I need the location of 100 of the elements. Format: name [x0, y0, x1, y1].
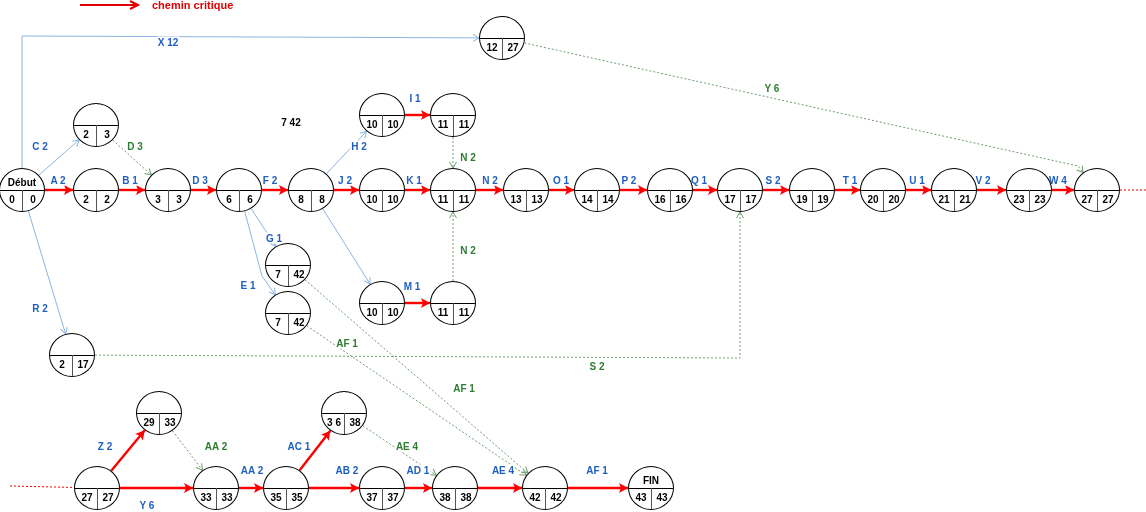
edge-label: D 3 [126, 140, 144, 152]
latest-date: 11 [457, 119, 471, 130]
edge-label: G 1 [264, 232, 284, 244]
legend-text: chemin critique [152, 0, 234, 11]
latest-date: 27 [101, 492, 115, 503]
latest-date: 19 [816, 194, 830, 205]
arrow [112, 139, 152, 176]
arrow [835, 185, 860, 195]
latest-date: 38 [459, 492, 473, 503]
event-circle [860, 168, 906, 212]
event-circle [359, 93, 405, 137]
event-circle [931, 168, 977, 212]
arrow [298, 429, 332, 472]
latest-date: 10 [386, 194, 400, 205]
connector-line [1119, 189, 1146, 191]
event-circle [74, 466, 120, 510]
arrow [523, 42, 1084, 173]
event-label: Début [6, 177, 38, 188]
edge-label: F 2 [261, 174, 279, 186]
connector-line [9, 485, 75, 488]
earliest-date: 6 [225, 194, 233, 205]
edge-label: D 3 [191, 174, 209, 186]
earliest-date: 27 [80, 492, 94, 503]
event-circle [359, 168, 405, 212]
edge-label: AD 1 [405, 464, 431, 476]
arrow [405, 298, 430, 308]
edge-label: AF 1 [335, 337, 359, 349]
earliest-date: 43 [634, 492, 648, 503]
latest-date: 21 [958, 194, 972, 205]
event-circle [73, 168, 119, 212]
arrow [763, 185, 789, 195]
arrow [45, 185, 73, 195]
event-circle [430, 281, 476, 325]
event-circle [789, 168, 835, 212]
latest-date: 3 [175, 194, 183, 205]
event-circle [479, 16, 525, 60]
event-circle [628, 466, 674, 510]
event-circle [321, 391, 367, 435]
latest-date: 17 [744, 194, 758, 205]
arrow [27, 210, 68, 335]
latest-date: 16 [674, 194, 688, 205]
edge-label: J 2 [337, 174, 353, 186]
arrow [405, 110, 430, 120]
event-circle [265, 243, 311, 287]
edge-label: AF 1 [585, 464, 609, 476]
edge-label: Y 6 [763, 82, 781, 94]
edge-label: B 1 [121, 174, 139, 186]
latest-date: 43 [655, 492, 669, 503]
event-circle [73, 103, 119, 147]
arrow [244, 210, 276, 296]
earliest-date: 37 [365, 492, 379, 503]
event-circle [216, 168, 262, 212]
edge-label: AE 4 [394, 440, 420, 452]
edge-label: AA 2 [239, 464, 265, 476]
earliest-date: 23 [1012, 194, 1026, 205]
edge-label: X 12 [156, 36, 180, 48]
earliest-date: 2 [58, 359, 66, 370]
latest-date: 17 [76, 359, 90, 370]
arrow [94, 211, 744, 359]
edge-label: Q 1 [689, 174, 709, 186]
event-circle [430, 168, 476, 212]
latest-date: 20 [887, 194, 901, 205]
latest-date: 33 [220, 492, 234, 503]
latest-date: 42 [292, 317, 306, 328]
earliest-date: 16 [653, 194, 667, 205]
arrow [977, 185, 1006, 195]
latest-date: 27 [1101, 194, 1115, 205]
date-note: 7 42 [281, 116, 301, 128]
arrow [120, 483, 193, 493]
latest-date: 13 [530, 194, 544, 205]
arrow [304, 279, 529, 474]
arrow [449, 211, 457, 282]
event-circle [522, 466, 568, 510]
earliest-date: 11 [436, 307, 450, 318]
arrow [334, 185, 359, 195]
latest-date: 11 [457, 307, 471, 318]
event-circle [503, 168, 549, 212]
edge-label: M 1 [402, 280, 422, 292]
earliest-date: 10 [365, 194, 379, 205]
arrow [119, 185, 145, 195]
earliest-date: 10 [365, 119, 379, 130]
earliest-date: 7 [274, 317, 282, 328]
arrow [568, 483, 628, 493]
event-circle [574, 168, 620, 212]
earliest-date: 27 [1080, 194, 1094, 205]
latest-date: 14 [601, 194, 615, 205]
arrow [1052, 185, 1074, 195]
earliest-date: 11 [436, 119, 450, 130]
edge-label: S 2 [764, 174, 782, 186]
event-circle [0, 168, 45, 212]
arrow [172, 430, 203, 471]
latest-date: 42 [549, 492, 563, 503]
latest-date: 27 [506, 42, 520, 53]
edge-label: T 1 [841, 174, 859, 186]
arrow [405, 483, 432, 493]
arrow [405, 185, 430, 195]
earliest-date: 13 [509, 194, 523, 205]
earliest-date: 2 [82, 194, 90, 205]
earliest-date: 33 [199, 492, 213, 503]
event-circle [647, 168, 693, 212]
